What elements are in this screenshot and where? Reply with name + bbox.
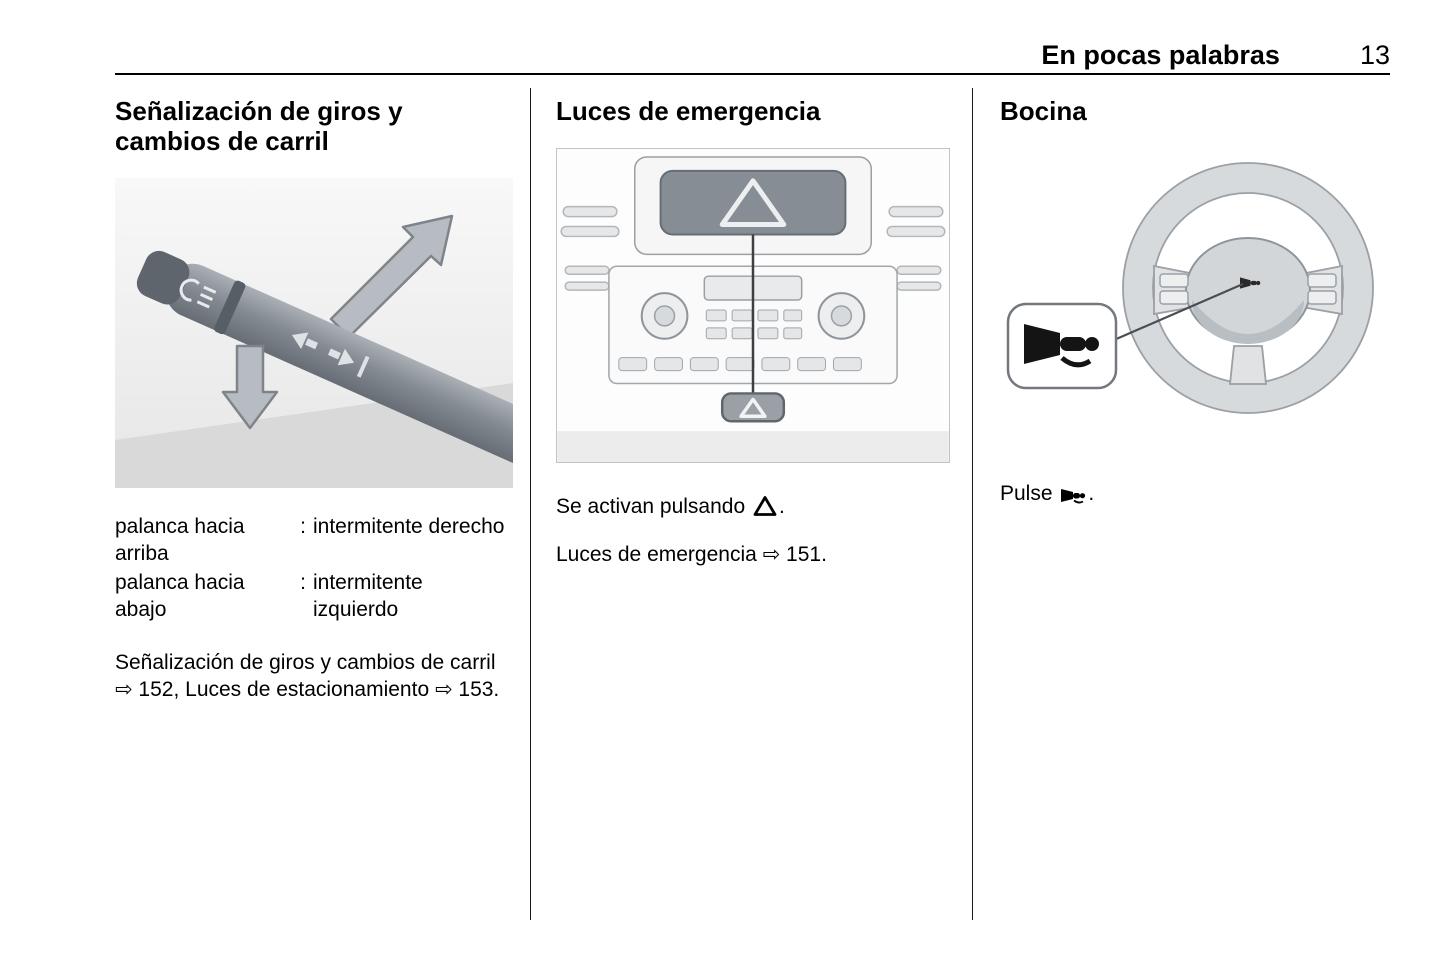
- turn-arrows-icon: [291, 332, 370, 378]
- turn-signal-lever-figure: [115, 178, 513, 489]
- up-arrow-icon: [329, 215, 454, 339]
- steering-wheel-figure: [1000, 148, 1392, 450]
- headlight-flash-icon: [179, 279, 217, 309]
- hazard-switch-triangle-icon: [739, 397, 767, 419]
- center-console-illustration: [556, 148, 950, 464]
- horn-icon: [1024, 324, 1099, 368]
- horn-heading: Bocina: [1000, 96, 1087, 126]
- horn-instruction-prefix: Pulse: [1000, 482, 1053, 506]
- turn-signal-heading: Señalización de giros y cambios de carri…: [115, 96, 403, 157]
- hazard-switch-button: [720, 392, 786, 423]
- center-console-figure: [556, 148, 952, 464]
- section-title: En pocas palabras: [1041, 40, 1280, 70]
- turn-signal-reference: Señalización de giros y cambios de carri…: [115, 651, 500, 702]
- hazard-heading: Luces de emergencia: [556, 96, 821, 126]
- left-vent: [560, 206, 620, 291]
- hazard-activation-suffix: .: [778, 495, 785, 519]
- turn-signal-lever-illustration: [115, 178, 513, 489]
- horn-instruction-text: Pulse .: [1000, 480, 1392, 507]
- horn-section: Bocina: [1000, 96, 1392, 528]
- hazard-triangle-icon: [719, 178, 787, 228]
- table-term: palanca hacia arriba: [115, 515, 245, 565]
- table-desc: intermitente izquierdo: [313, 571, 423, 621]
- pointer-line: [1113, 283, 1244, 342]
- hub-horn-mark: [1240, 277, 1261, 289]
- page-number: 13: [1359, 40, 1390, 70]
- table-colon: :: [300, 515, 306, 539]
- turn-signal-stalk: [136, 251, 513, 471]
- column-divider-left: [530, 88, 531, 920]
- table-colon: :: [300, 571, 306, 595]
- down-arrow-icon: [221, 345, 279, 430]
- horn-instruction-suffix: .: [1088, 482, 1095, 506]
- header-rule: [115, 73, 1390, 75]
- hazard-activation-text: Se activan pulsando .: [556, 493, 952, 520]
- lever-function-table: palanca hacia arriba : intermitente dere…: [115, 514, 513, 623]
- hazard-warning-icon: [753, 496, 777, 517]
- hazard-reference: Luces de emergencia ⇨ 151.: [556, 543, 827, 567]
- turn-signal-section: Señalización de giros y cambios de carri…: [115, 96, 513, 725]
- horn-symbol-icon: [1061, 489, 1086, 504]
- steering-wheel-illustration: [1006, 162, 1374, 415]
- hazard-activation-prefix: Se activan pulsando: [556, 495, 746, 519]
- airbag-cover: [1192, 300, 1304, 345]
- column-divider-right: [972, 88, 973, 920]
- table-term: palanca hacia abajo: [115, 571, 245, 621]
- hazard-lights-section: Luces de emergencia: [556, 96, 952, 590]
- table-desc: intermitente derecho: [313, 515, 505, 539]
- page-header: En pocas palabras 13: [115, 40, 1390, 71]
- spoke-buttons: [1159, 273, 1337, 305]
- hazard-button: [659, 170, 847, 236]
